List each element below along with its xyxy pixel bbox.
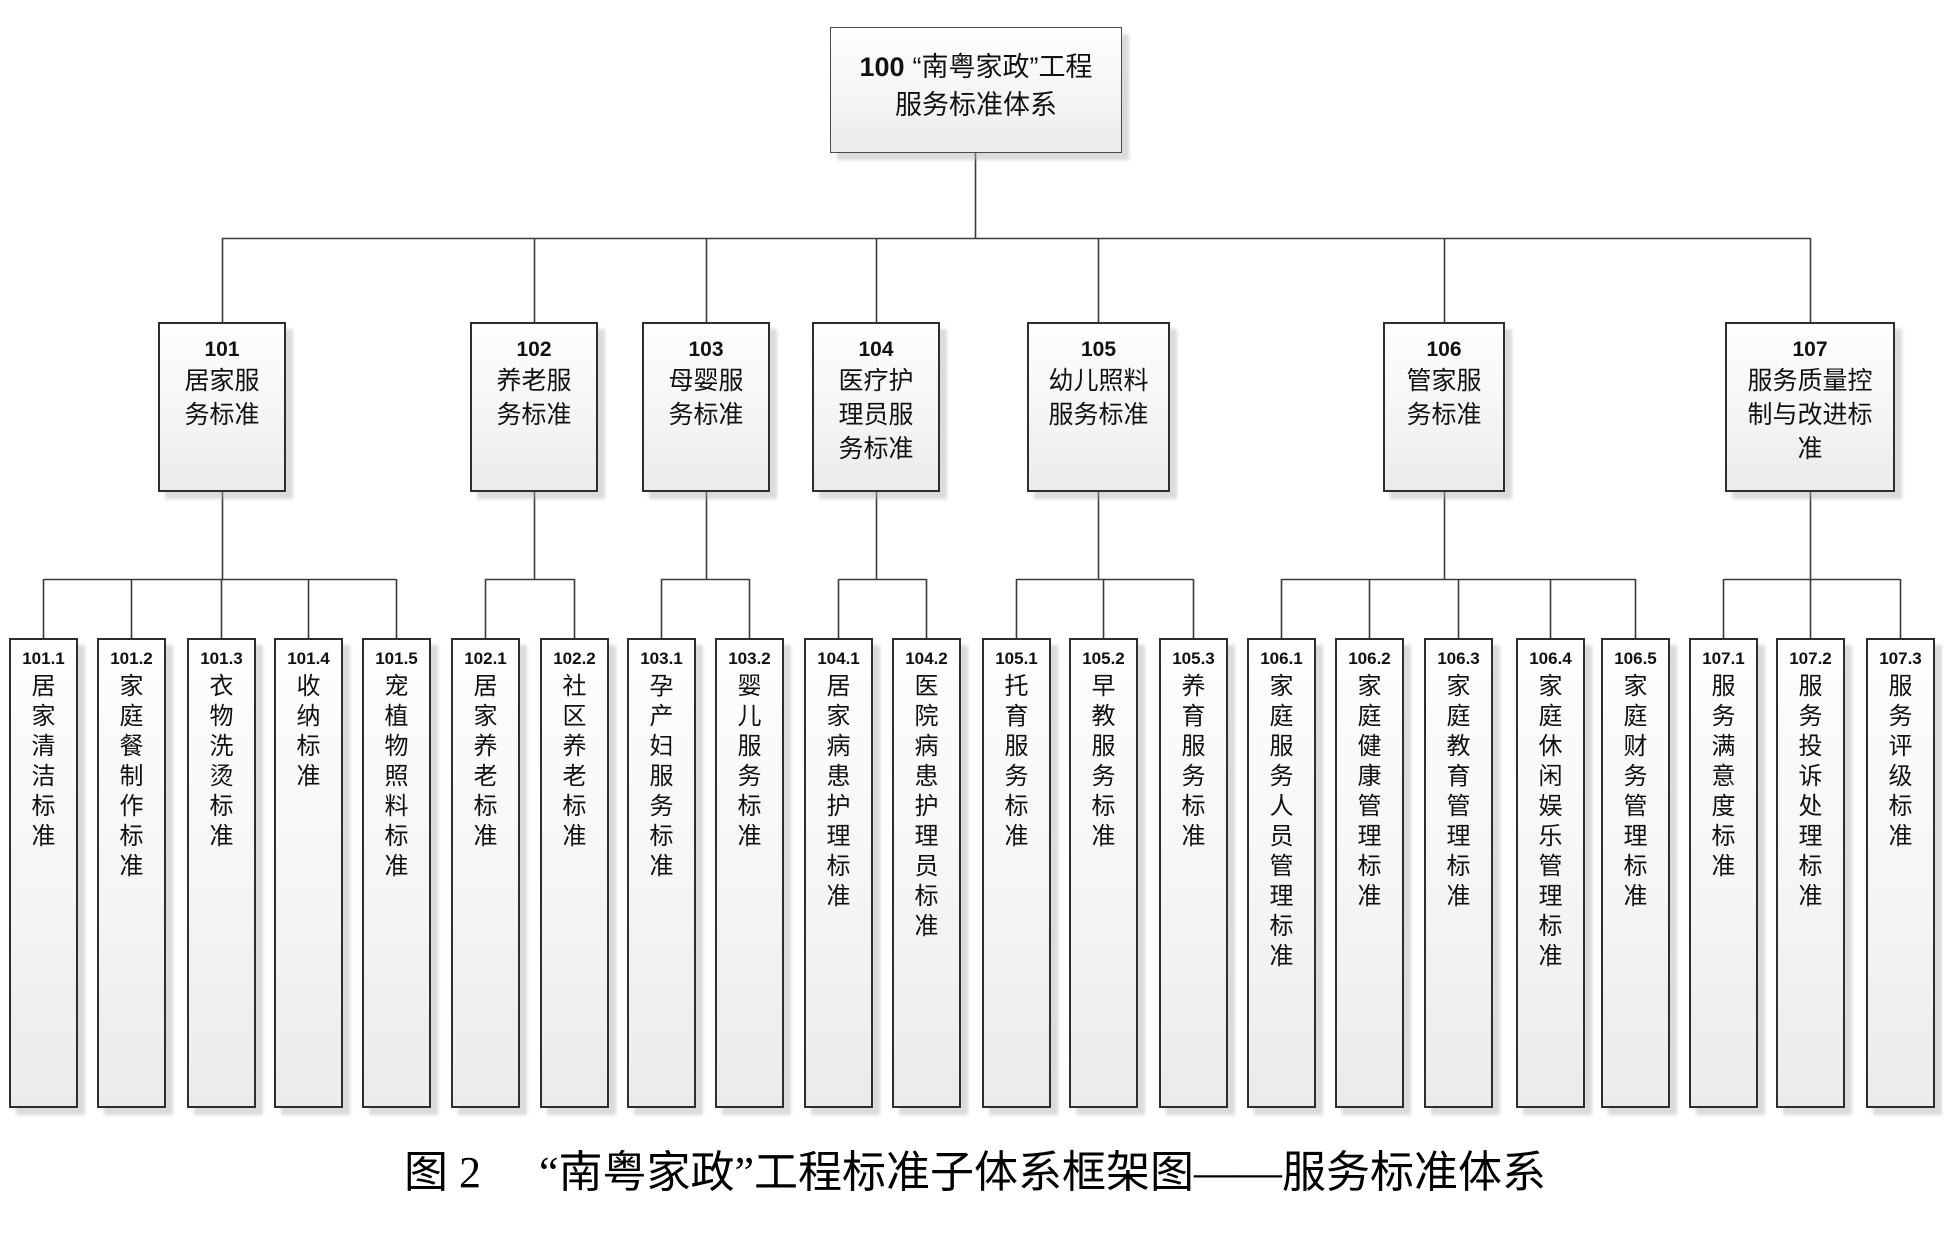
node-label: 服务投诉处理标准	[1798, 673, 1823, 910]
root-title-line1: 100“南粤家政”工程	[831, 48, 1121, 86]
node-label: 居家病患护理标准	[826, 673, 851, 910]
node-code: 102.2	[553, 649, 596, 668]
node-label: 养老服务标准	[496, 367, 572, 429]
node-code: 101.4	[287, 649, 330, 668]
node-code: 107.1	[1702, 649, 1745, 668]
node-107-3: 107.3 服务评级标准	[1866, 638, 1935, 1108]
node-code: 105.2	[1082, 649, 1125, 668]
node-106-2: 106.2 家庭健康管理标准	[1335, 638, 1404, 1108]
node-103-2: 103.2 婴儿服务标准	[715, 638, 784, 1108]
node-102-1: 102.1 居家养老标准	[451, 638, 520, 1108]
node-101-5: 101.5 宠植物照料标准	[362, 638, 431, 1108]
node-label: 家庭休闲娱乐管理标准	[1538, 673, 1563, 970]
node-101-1: 101.1 居家清洁标准	[9, 638, 78, 1108]
node-101-4: 101.4 收纳标准	[274, 638, 343, 1108]
node-105-2: 105.2 早教服务标准	[1069, 638, 1138, 1108]
node-102-2: 102.2 社区养老标准	[540, 638, 609, 1108]
node-code: 102	[516, 338, 552, 361]
figure-caption-title: “南粤家政”工程标准子体系框架图——服务标准体系	[539, 1148, 1547, 1197]
node-label: 居家服务标准	[184, 367, 260, 429]
node-104-1: 104.1 居家病患护理标准	[804, 638, 873, 1108]
node-code: 105.1	[995, 649, 1038, 668]
node-label: 收纳标准	[296, 673, 321, 790]
node-code: 107	[1792, 338, 1828, 361]
node-105-3: 105.3 养育服务标准	[1159, 638, 1228, 1108]
node-code: 104	[858, 338, 894, 361]
node-label: 管家服务标准	[1406, 367, 1482, 429]
node-code: 106.3	[1437, 649, 1480, 668]
figure-caption: 图 2 “南粤家政”工程标准子体系框架图——服务标准体系	[404, 1143, 1546, 1203]
node-label: 服务满意度标准	[1711, 673, 1736, 880]
node-103-1: 103.1 孕产妇服务标准	[627, 638, 696, 1108]
node-code: 106.1	[1260, 649, 1303, 668]
node-label: 幼儿照料服务标准	[1048, 367, 1149, 429]
node-label: 医院病患护理员标准	[914, 673, 939, 940]
node-label: 养育服务标准	[1181, 673, 1206, 850]
node-102: 102 养老服务标准	[470, 322, 598, 492]
node-label: 家庭餐制作标准	[119, 673, 144, 880]
node-105-1: 105.1 托育服务标准	[982, 638, 1051, 1108]
node-label: 服务评级标准	[1888, 673, 1913, 850]
node-label: 孕产妇服务标准	[649, 673, 674, 880]
node-label: 居家清洁标准	[31, 673, 56, 850]
node-code: 107.3	[1879, 649, 1922, 668]
node-101-2: 101.2 家庭餐制作标准	[97, 638, 166, 1108]
node-107-1: 107.1 服务满意度标准	[1689, 638, 1758, 1108]
node-code: 106.2	[1348, 649, 1391, 668]
node-100-root: 100“南粤家政”工程 服务标准体系	[830, 27, 1122, 153]
node-code: 104.1	[817, 649, 860, 668]
root-title-text: “南粤家政”工程	[912, 52, 1093, 82]
node-label: 社区养老标准	[562, 673, 587, 850]
node-code: 107.2	[1789, 649, 1832, 668]
node-104-2: 104.2 医院病患护理员标准	[892, 638, 961, 1108]
node-106-5: 106.5 家庭财务管理标准	[1601, 638, 1670, 1108]
node-code: 106	[1426, 338, 1462, 361]
node-code: 101.5	[375, 649, 418, 668]
node-label: 居家养老标准	[473, 673, 498, 850]
root-title-line2: 服务标准体系	[895, 90, 1057, 120]
node-code: 106.5	[1614, 649, 1657, 668]
node-label: 医疗护理员服务标准	[838, 367, 914, 463]
node-107: 107 服务质量控制与改进标准	[1725, 322, 1895, 492]
node-code: 101	[204, 338, 240, 361]
node-103: 103 母婴服务标准	[642, 322, 770, 492]
node-code: 101.2	[110, 649, 153, 668]
node-107-2: 107.2 服务投诉处理标准	[1776, 638, 1845, 1108]
node-106-4: 106.4 家庭休闲娱乐管理标准	[1516, 638, 1585, 1108]
root-code: 100	[859, 52, 905, 82]
node-101: 101 居家服务标准	[158, 322, 286, 492]
node-code: 102.1	[464, 649, 507, 668]
node-label: 家庭服务人员管理标准	[1269, 673, 1294, 970]
node-label: 宠植物照料标准	[384, 673, 409, 880]
node-code: 103.2	[728, 649, 771, 668]
node-106: 106 管家服务标准	[1383, 322, 1505, 492]
node-105: 105 幼儿照料服务标准	[1027, 322, 1170, 492]
node-106-3: 106.3 家庭教育管理标准	[1424, 638, 1493, 1108]
node-code: 101.3	[200, 649, 243, 668]
node-code: 106.4	[1529, 649, 1572, 668]
node-101-3: 101.3 衣物洗烫标准	[187, 638, 256, 1108]
node-label: 母婴服务标准	[668, 367, 744, 429]
node-code: 104.2	[905, 649, 948, 668]
node-label: 家庭财务管理标准	[1623, 673, 1648, 910]
figure-caption-number: 图 2	[404, 1148, 481, 1197]
node-label: 衣物洗烫标准	[209, 673, 234, 850]
node-code: 103.1	[640, 649, 683, 668]
node-code: 101.1	[22, 649, 65, 668]
node-label: 托育服务标准	[1004, 673, 1029, 850]
node-label: 早教服务标准	[1091, 673, 1116, 850]
node-label: 家庭教育管理标准	[1446, 673, 1471, 910]
node-label: 婴儿服务标准	[737, 673, 762, 850]
node-code: 103	[688, 338, 724, 361]
node-code: 105.3	[1172, 649, 1215, 668]
node-104: 104 医疗护理员服务标准	[812, 322, 940, 492]
node-code: 105	[1080, 338, 1117, 361]
node-label: 家庭健康管理标准	[1357, 673, 1382, 910]
node-label: 服务质量控制与改进标准	[1747, 367, 1873, 463]
node-106-1: 106.1 家庭服务人员管理标准	[1247, 638, 1316, 1108]
